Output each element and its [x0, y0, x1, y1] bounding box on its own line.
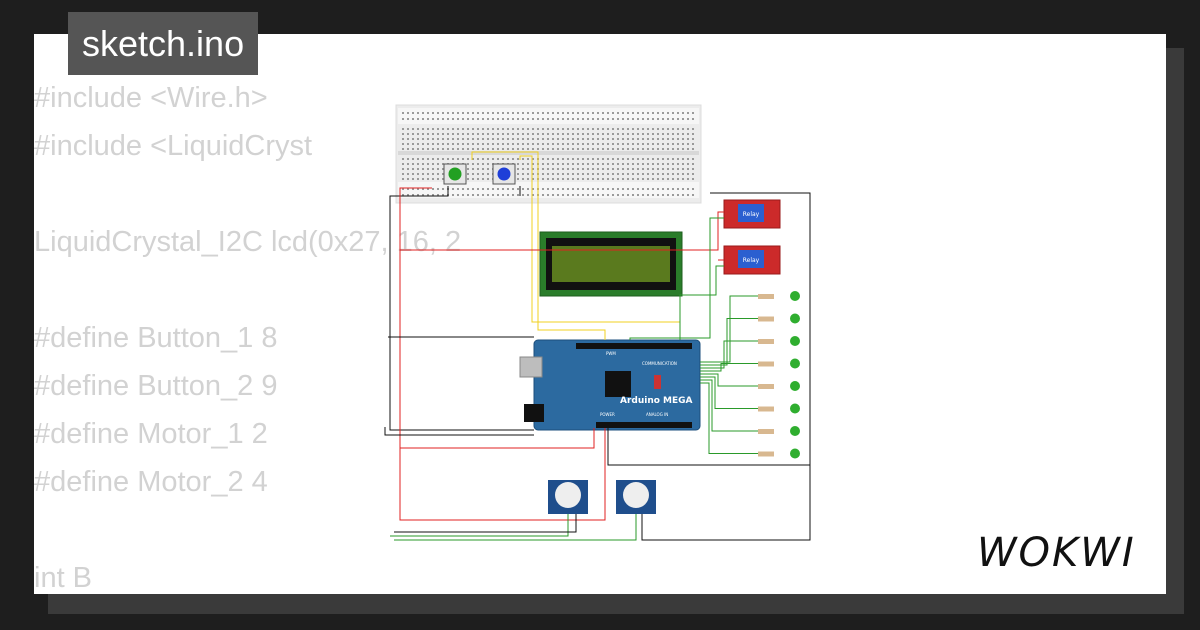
led-wire: [700, 373, 758, 387]
relay-label-1: Relay: [743, 211, 760, 218]
resistor: [758, 294, 774, 299]
led-wire: [700, 382, 758, 454]
arduino-mega-board: PWM COMMUNICATION Arduino MEGA POWER ANA…: [519, 339, 701, 431]
resistor: [758, 451, 774, 457]
resistor: [758, 339, 774, 344]
code-line: #define Motor_1 2: [34, 418, 268, 450]
code-line: #define Button_2 9: [34, 370, 278, 402]
led-wire: [700, 295, 758, 363]
resistor: [758, 429, 774, 434]
led: [790, 291, 800, 301]
led-wire: [700, 363, 758, 372]
led-wire: [700, 376, 758, 409]
relay-label-2: Relay: [743, 257, 760, 264]
breadboard: [395, 104, 702, 204]
board-analog-label: ANALOG IN: [646, 412, 668, 417]
led-wire: [700, 318, 758, 366]
circuit-diagram: Relay Relay PWM COMMUNICATION Arduino ME…: [384, 104, 811, 541]
code-line: #define Button_1 8: [34, 322, 278, 354]
led-array: [700, 291, 800, 459]
push-button-blue[interactable]: [492, 163, 516, 185]
led: [790, 381, 800, 391]
led-wire: [700, 340, 758, 369]
push-button-green[interactable]: [443, 163, 467, 185]
led: [790, 448, 800, 459]
resistor: [758, 384, 774, 389]
led: [790, 358, 800, 369]
led: [790, 403, 800, 414]
code-line: LiquidCrystal_I2C lcd(0x27, 16, 2: [34, 226, 462, 258]
wires: [384, 151, 811, 541]
relay-module-1: Relay: [723, 199, 781, 229]
wokwi-logo-icon: WOKWI: [977, 530, 1136, 576]
board-comm-label: COMMUNICATION: [642, 361, 677, 366]
board-name-label: Arduino MEGA: [620, 396, 693, 406]
led: [790, 426, 800, 436]
code-line: #include <LiquidCryst: [34, 130, 313, 162]
relay-module-2: Relay: [723, 245, 781, 275]
led-wire: [700, 379, 758, 432]
board-pwm-label: PWM: [606, 351, 616, 356]
resistor: [758, 406, 774, 412]
file-name-tab[interactable]: sketch.ino: [68, 12, 259, 75]
lcd-display: [539, 231, 683, 297]
led: [790, 336, 800, 346]
pir-sensor-2: [616, 480, 656, 514]
wokwi-logo-text: WOKWI: [977, 530, 1136, 576]
led: [790, 313, 800, 324]
resistor: [758, 361, 774, 367]
board-power-label: POWER: [600, 412, 615, 417]
resistor: [758, 316, 774, 322]
code-line: #define Motor_2 4: [34, 466, 268, 498]
code-line: #include <Wire.h>: [34, 82, 268, 114]
code-line: int B: [34, 562, 93, 594]
pir-sensor-1: [548, 480, 588, 514]
